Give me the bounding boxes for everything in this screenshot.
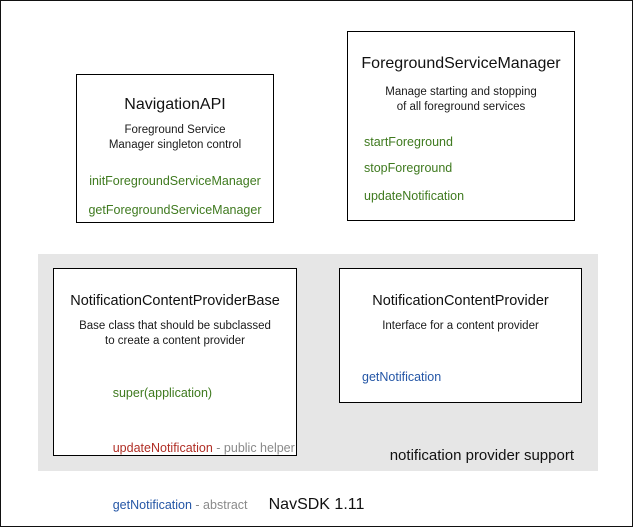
class-description-notification-content-provider-base: Base class that should be subclassed to … <box>54 319 296 349</box>
class-description-foreground-service-manager: Manage starting and stopping of all fore… <box>348 85 574 115</box>
method-super-application: super(application) <box>78 371 296 416</box>
method-init-foreground-service-manager: initForegroundServiceManager <box>89 174 261 188</box>
description-line: Interface for a content provider <box>382 320 539 332</box>
method-update-notification: updateNotification - public helper <box>78 426 296 471</box>
notification-provider-support-panel: NotificationContentProviderBase Base cla… <box>38 254 598 512</box>
method-name: getNotification <box>112 498 192 512</box>
method-annotation: - public helper <box>212 441 295 455</box>
method-update-notification: updateNotification <box>364 189 465 203</box>
class-box-notification-content-provider: NotificationContentProvider Interface fo… <box>339 268 582 403</box>
method-name: updateNotification <box>112 441 213 455</box>
method-name: super(application) <box>112 386 213 400</box>
method-get-foreground-service-manager: getForegroundServiceManager <box>88 203 262 217</box>
description-line: Foreground Service <box>124 124 226 136</box>
method-stop-foreground: stopForeground <box>364 161 453 175</box>
class-box-foreground-service-manager: ForegroundServiceManager Manage starting… <box>347 31 575 221</box>
class-description-notification-content-provider: Interface for a content provider <box>340 319 581 334</box>
method-list: initForegroundServiceManager getForegrou… <box>77 174 273 218</box>
method-list: super(application) updateNotification - … <box>54 371 296 526</box>
method-get-notification: getNotification - abstract <box>78 483 296 526</box>
method-start-foreground: startForeground <box>364 135 453 149</box>
description-line: Manage starting and stopping <box>385 86 537 98</box>
method-list: startForeground stopForeground updateNot… <box>348 135 574 204</box>
class-box-navigation-api: NavigationAPI Foreground Service Manager… <box>76 74 274 223</box>
description-line: Manager singleton control <box>108 139 242 151</box>
method-annotation: - abstract <box>191 498 248 512</box>
method-list: getNotification <box>340 370 581 385</box>
description-line: Base class that should be subclassed <box>79 320 271 332</box>
class-title-notification-content-provider: NotificationContentProvider <box>372 293 549 309</box>
class-title-notification-content-provider-base: NotificationContentProviderBase <box>70 293 280 309</box>
method-get-notification: getNotification <box>362 370 442 384</box>
class-description-navigation-api: Foreground Service Manager singleton con… <box>77 123 273 153</box>
class-box-notification-content-provider-base: NotificationContentProviderBase Base cla… <box>53 268 297 512</box>
panel-caption: notification provider support <box>389 447 574 464</box>
class-title-navigation-api: NavigationAPI <box>124 96 226 113</box>
class-title-foreground-service-manager: ForegroundServiceManager <box>361 55 561 72</box>
description-line: of all foreground services <box>396 101 526 113</box>
diagram-caption: NavSDK 1.11 <box>268 496 365 513</box>
description-line: to create a content provider <box>105 335 245 347</box>
